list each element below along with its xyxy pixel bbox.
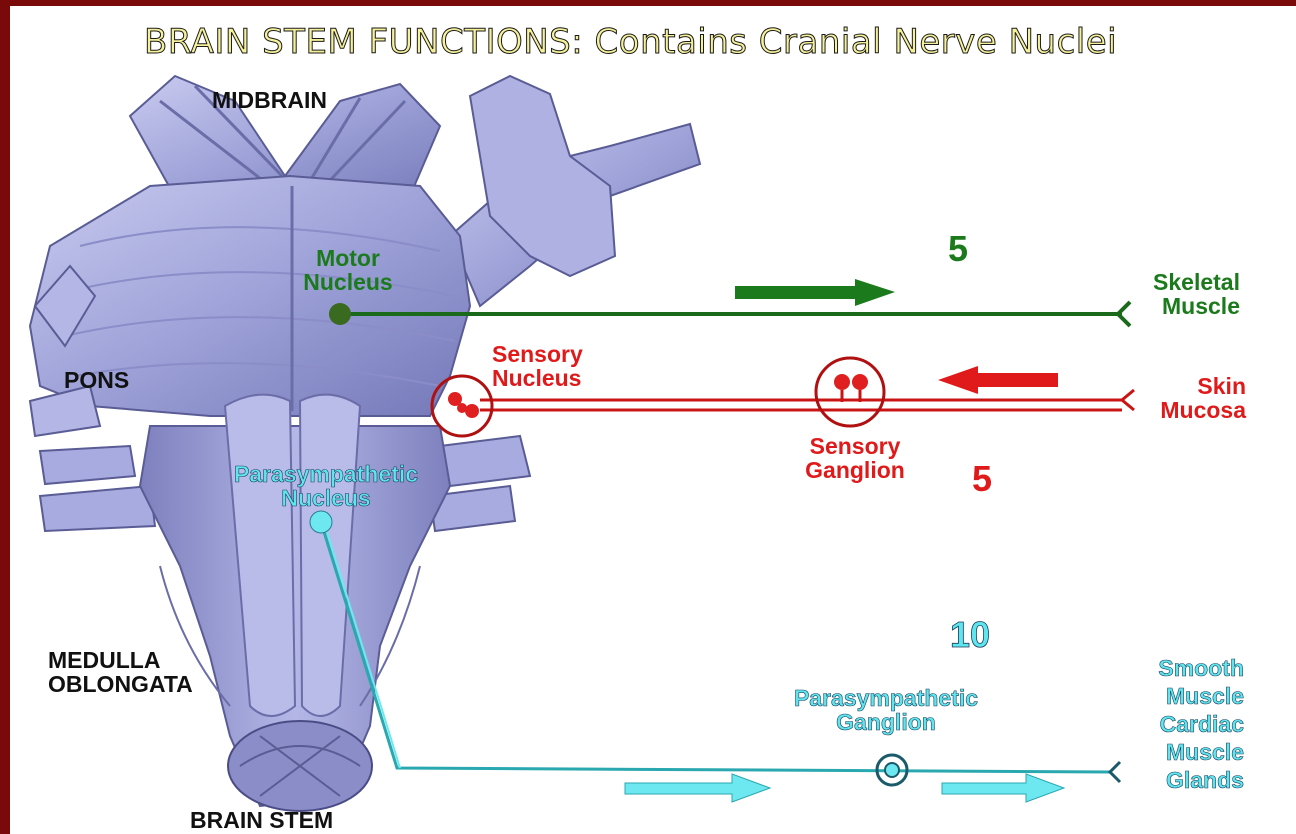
label-sensory-ganglion: Sensory Ganglion — [780, 434, 930, 482]
label-pons: PONS — [64, 368, 129, 392]
label-midbrain: MIDBRAIN — [212, 88, 327, 112]
parasympathetic-nucleus-line2: Nucleus — [206, 486, 446, 510]
label-skin-mucosa: Skin Mucosa — [1120, 374, 1246, 422]
label-parasympathetic-nucleus: Parasympathetic Nucleus — [206, 462, 446, 510]
sensory-nucleus-line2: Nucleus — [492, 366, 583, 390]
parasympathetic-nucleus-line1: Parasympathetic — [206, 462, 446, 486]
parasympathetic-direction-arrow-1 — [625, 774, 770, 802]
skeletal-muscle-line2: Muscle — [1110, 294, 1240, 318]
label-brain-stem: BRAIN STEM — [190, 808, 333, 832]
brain-stem-illustration — [30, 76, 700, 811]
skin-mucosa-line1: Skin — [1120, 374, 1246, 398]
target-line4: Muscle — [1110, 738, 1244, 766]
label-medulla-line1: MEDULLA — [48, 648, 193, 672]
parasympathetic-nucleus-dot — [310, 511, 332, 533]
parasympathetic-direction-arrow-2 — [942, 774, 1064, 802]
sensory-nerve-number: 5 — [972, 458, 992, 500]
skeletal-muscle-line1: Skeletal — [1110, 270, 1240, 294]
skin-mucosa-line2: Mucosa — [1120, 398, 1246, 422]
parasympathetic-nerve-number: 10 — [950, 614, 990, 656]
motor-nucleus-line1: Motor — [288, 246, 408, 270]
motor-nucleus-line2: Nucleus — [288, 270, 408, 294]
label-medulla-line2: OBLONGATA — [48, 672, 193, 696]
brain-stem-diagram — [10, 6, 1296, 834]
parasympathetic-pathway — [310, 511, 1120, 802]
target-line1: Smooth — [1110, 654, 1244, 682]
target-line2: Muscle — [1110, 682, 1244, 710]
sensory-direction-arrow — [938, 366, 1058, 394]
target-line5: Glands — [1110, 766, 1244, 794]
diagram-slide: BRAIN STEM FUNCTIONS: Contains Cranial N… — [10, 6, 1296, 834]
parasympathetic-ganglion-line2: Ganglion — [766, 710, 1006, 734]
target-line3: Cardiac — [1110, 710, 1244, 738]
sensory-ganglion-line2: Ganglion — [780, 458, 930, 482]
motor-nerve-number: 5 — [948, 228, 968, 270]
motor-nucleus-dot — [329, 303, 351, 325]
label-medulla: MEDULLA OBLONGATA — [48, 648, 193, 696]
label-smooth-cardiac-glands: Smooth Muscle Cardiac Muscle Glands — [1110, 654, 1244, 794]
parasympathetic-ganglion-line1: Parasympathetic — [766, 686, 1006, 710]
sensory-ganglion-ring — [816, 358, 884, 426]
parasympathetic-nerve-line — [321, 522, 1110, 772]
slide-title: BRAIN STEM FUNCTIONS: Contains Cranial N… — [144, 22, 1117, 62]
sensory-ganglion-line1: Sensory — [780, 434, 930, 458]
label-motor-nucleus: Motor Nucleus — [288, 246, 408, 294]
motor-direction-arrow — [735, 279, 895, 306]
label-skeletal-muscle: Skeletal Muscle — [1110, 270, 1240, 318]
sensory-nucleus-line1: Sensory — [492, 342, 583, 366]
label-parasympathetic-ganglion: Parasympathetic Ganglion — [766, 686, 1006, 734]
label-sensory-nucleus: Sensory Nucleus — [492, 342, 583, 390]
